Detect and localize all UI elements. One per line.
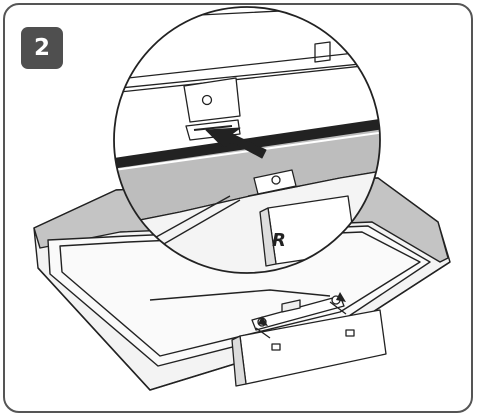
bracket-mark-label: R [272, 230, 286, 251]
step-number-badge: 2 [21, 27, 63, 69]
insert-arrow-icon [205, 127, 267, 159]
bracket-arrows-icon [258, 292, 346, 326]
